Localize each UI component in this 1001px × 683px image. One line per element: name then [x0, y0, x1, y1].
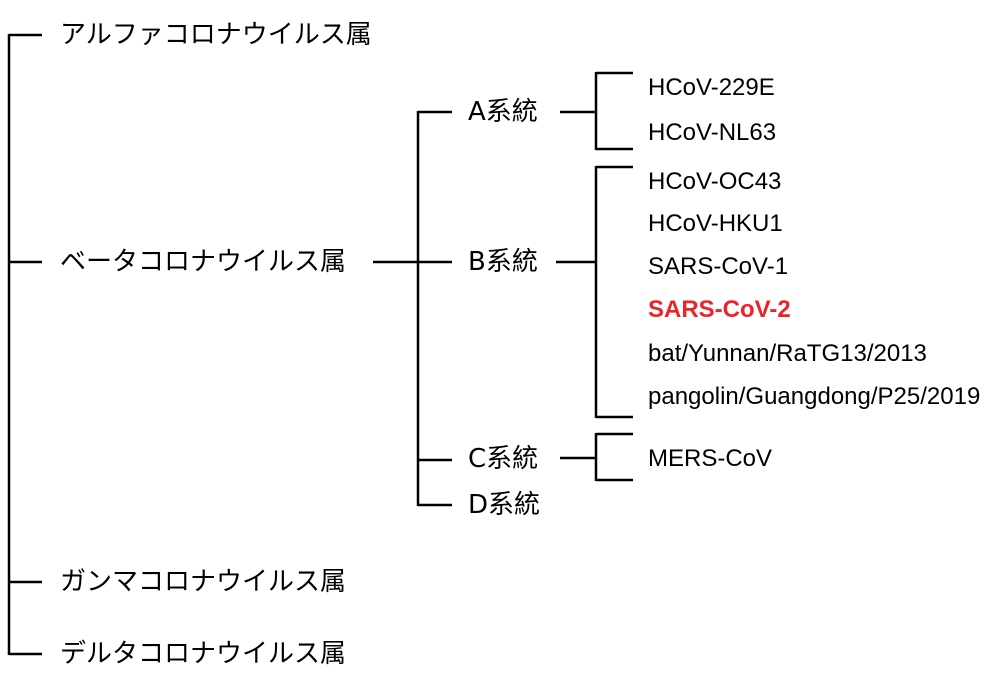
lineage-label-c: C系統: [468, 444, 539, 474]
genus-label-beta: ベータコロナウイルス属: [60, 247, 347, 277]
virus-label: HCoV-HKU1: [648, 210, 783, 237]
genus-label-delta: デルタコロナウイルス属: [60, 639, 347, 669]
virus-label: HCoV-OC43: [648, 168, 782, 195]
virus-label: bat/Yunnan/RaTG13/2013: [648, 340, 927, 367]
virus-label: MERS-CoV: [648, 445, 773, 472]
lineage-label-a: A系統: [468, 97, 538, 127]
lineage-label-d: D系統: [468, 490, 541, 520]
virus-label: SARS-CoV-1: [648, 253, 789, 280]
virus-label: HCoV-NL63: [648, 119, 777, 146]
genus-label-alpha: アルファコロナウイルス属: [60, 20, 372, 50]
lineage-label-b: B系統: [468, 247, 538, 277]
highlighted-virus-label: SARS-CoV-2: [648, 296, 791, 323]
virus-label: HCoV-229E: [648, 74, 775, 101]
virus-label: pangolin/Guangdong/P25/2019: [648, 383, 981, 410]
genus-label-gamma: ガンマコロナウイルス属: [60, 567, 347, 597]
